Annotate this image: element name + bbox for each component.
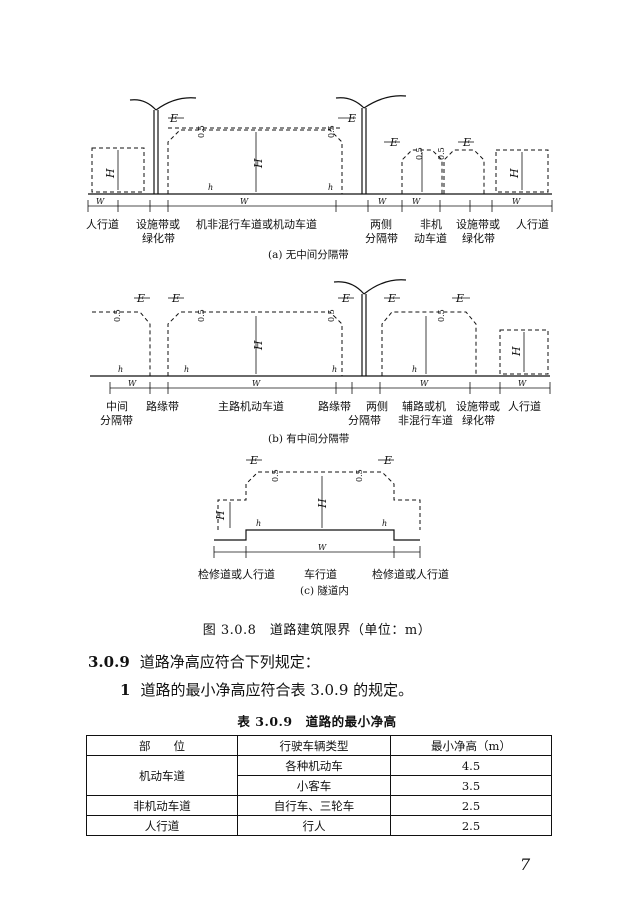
svg-text:0.5: 0.5 [113, 309, 122, 322]
table-row: 机动车道 各种机动车 4.5 [86, 755, 552, 796]
svg-text:0.5: 0.5 [197, 309, 206, 322]
svg-text:W: W [252, 379, 261, 388]
svg-text:h: h [208, 183, 213, 192]
diagram-c: E E 0.5 0.5 H H h h W 检修道或人行道 车行道 检修道或人行… [198, 454, 449, 597]
svg-text:E: E [249, 454, 258, 467]
caption-b: (b) 有中间分隔带 [268, 432, 349, 445]
svg-text:路缘带: 路缘带 [318, 400, 351, 413]
svg-text:h: h [256, 519, 261, 528]
svg-text:绿化带: 绿化带 [462, 231, 495, 245]
svg-text:W: W [318, 543, 327, 552]
svg-text:0.5: 0.5 [197, 125, 206, 138]
clearance-diagrams: E E E E 0.5 0.5 0.5 0.5 H H H h h W W W … [86, 95, 553, 597]
svg-text:E: E [136, 292, 145, 305]
section-number: 3.0.9 [88, 653, 130, 671]
caption-c: (c) 隧道内 [300, 584, 349, 597]
svg-text:设施带或: 设施带或 [456, 218, 500, 231]
table-row: 非机动车道 自行车、三轮车 2.5 [86, 795, 552, 816]
svg-text:中间: 中间 [106, 400, 128, 413]
svg-text:H: H [508, 168, 521, 179]
svg-text:分隔带: 分隔带 [348, 414, 381, 427]
svg-text:E: E [341, 292, 350, 305]
svg-text:分隔带: 分隔带 [100, 414, 133, 427]
svg-text:W: W [412, 197, 421, 206]
svg-text:E: E [462, 136, 471, 149]
svg-text:检修道或人行道: 检修道或人行道 [372, 567, 449, 581]
svg-text:动车道: 动车道 [414, 231, 447, 245]
svg-text:设施带或: 设施带或 [456, 400, 500, 413]
list-item: 1 道路的最小净高应符合表 3.0.9 的规定。 [120, 679, 413, 700]
svg-text:W: W [128, 379, 137, 388]
svg-text:非混行车道: 非混行车道 [398, 413, 453, 427]
svg-text:辅路或机: 辅路或机 [402, 399, 446, 413]
diagram-a: E E E E 0.5 0.5 0.5 0.5 H H H h h W W W … [86, 95, 553, 261]
svg-text:E: E [347, 112, 356, 125]
E-label: E [169, 112, 178, 125]
caption-a: (a) 无中间分隔带 [268, 248, 349, 261]
svg-text:0.5: 0.5 [355, 469, 364, 482]
svg-text:h: h [184, 365, 189, 374]
svg-text:分隔带: 分隔带 [365, 232, 398, 245]
svg-text:主路机动车道: 主路机动车道 [218, 399, 284, 413]
svg-text:E: E [383, 454, 392, 467]
diagram-b: E E E E E 0.5 0.5 0.5 0.5 H H h h h h W … [90, 279, 551, 445]
svg-text:H: H [104, 168, 117, 179]
item-text: 道路的最小净高应符合表 3.0.9 的规定。 [140, 681, 414, 699]
svg-text:E: E [389, 136, 398, 149]
section-text: 道路净高应符合下列规定： [139, 653, 320, 671]
svg-text:h: h [328, 183, 333, 192]
svg-text:0.5: 0.5 [327, 309, 336, 322]
svg-text:0.5: 0.5 [327, 125, 336, 138]
svg-text:E: E [387, 292, 396, 305]
header-vehicle: 行驶车辆类型 [237, 735, 391, 756]
svg-text:W: W [420, 379, 429, 388]
svg-text:H: H [252, 158, 265, 169]
item-number: 1 [120, 681, 131, 699]
svg-text:设施带或: 设施带或 [136, 218, 180, 231]
svg-text:h: h [382, 519, 387, 528]
svg-text:W: W [518, 379, 527, 388]
svg-text:人行道: 人行道 [516, 217, 549, 231]
svg-text:检修道或人行道: 检修道或人行道 [198, 567, 275, 581]
svg-text:W: W [378, 197, 387, 206]
table-title: 表 3.0.9 道路的最小净高 [237, 714, 397, 729]
svg-text:0.5: 0.5 [415, 147, 424, 160]
header-part: 部 位 [86, 735, 238, 756]
svg-text:E: E [171, 292, 180, 305]
svg-text:h: h [412, 365, 417, 374]
svg-text:W: W [96, 197, 105, 206]
header-height: 最小净高（m） [390, 735, 552, 756]
page-number: 7 [520, 855, 531, 874]
svg-text:车行道: 车行道 [304, 567, 337, 581]
svg-text:h: h [332, 365, 337, 374]
table-row: 人行道 行人 2.5 [86, 815, 552, 836]
min-clearance-table: 部 位 行驶车辆类型 最小净高（m） 机动车道 各种机动车 4.5 小客车 3.… [86, 735, 552, 836]
svg-text:H: H [214, 510, 227, 521]
label-pedestrian: 人行道 [86, 217, 119, 231]
svg-text:0.5: 0.5 [437, 309, 446, 322]
svg-text:两侧: 两侧 [366, 400, 388, 413]
svg-text:非机: 非机 [420, 217, 442, 231]
svg-text:机非混行车道或机动车道: 机非混行车道或机动车道 [196, 217, 317, 231]
svg-text:0.5: 0.5 [437, 147, 446, 160]
svg-text:H: H [510, 346, 523, 357]
svg-text:H: H [316, 498, 329, 509]
svg-text:绿化带: 绿化带 [462, 413, 495, 427]
svg-text:H: H [252, 340, 265, 351]
figure-caption: 图 3.0.8 道路建筑限界（单位：m） [202, 623, 432, 638]
svg-text:绿化带: 绿化带 [142, 231, 175, 245]
svg-text:两侧: 两侧 [370, 218, 392, 231]
table-header-row: 部 位 行驶车辆类型 最小净高（m） [86, 735, 552, 756]
section-heading: 3.0.9 道路净高应符合下列规定： [88, 651, 320, 672]
svg-text:h: h [118, 365, 123, 374]
svg-text:W: W [240, 197, 249, 206]
svg-text:路缘带: 路缘带 [146, 400, 179, 413]
svg-text:E: E [455, 292, 464, 305]
svg-text:W: W [512, 197, 521, 206]
svg-text:0.5: 0.5 [271, 469, 280, 482]
svg-text:人行道: 人行道 [508, 399, 541, 413]
